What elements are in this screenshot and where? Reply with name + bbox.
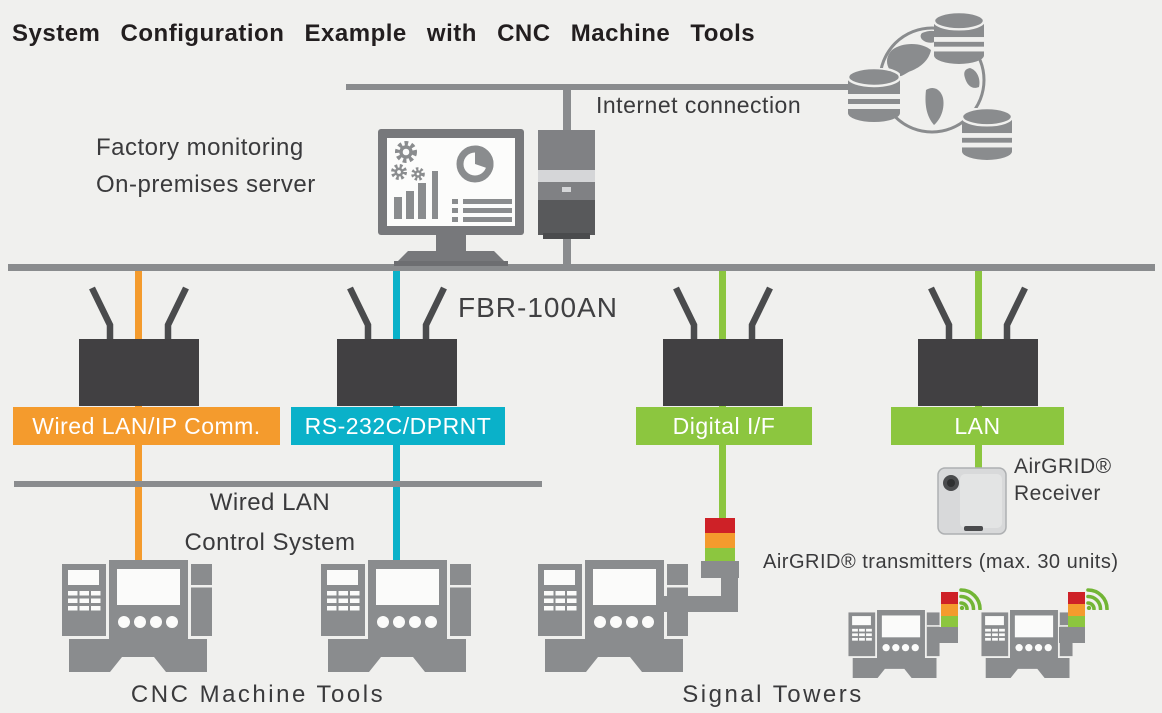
signal-tower-mount xyxy=(701,561,739,578)
control-system-label: Control System xyxy=(184,529,356,556)
banner-wired-lan-ip: Wired LAN/IP Comm. xyxy=(13,407,280,445)
airgrid-receiver-label-line2: Receiver xyxy=(1014,482,1101,505)
server-tower-icon xyxy=(538,130,595,239)
airgrid-transmitters-note: AirGRID® transmitters (max. 30 units) xyxy=(763,551,1119,573)
transmitter-orange-light xyxy=(941,604,958,616)
transmitter-mount xyxy=(932,627,958,643)
banner-digital-if: Digital I/F xyxy=(636,407,812,445)
cnc-machine-icon xyxy=(62,560,212,672)
banner-lan: LAN xyxy=(891,407,1064,445)
transmitter-orange-light xyxy=(1068,604,1085,616)
on-premises-server-label: On-premises server xyxy=(96,171,316,198)
cnc-machine-icon xyxy=(981,610,1073,678)
signal-tower-green-light xyxy=(705,548,735,561)
wireless-router-icon xyxy=(663,285,783,406)
internet-bus-line xyxy=(346,84,854,90)
gateway-model-label: FBR-100AN xyxy=(458,292,618,323)
wifi-signal-icon xyxy=(1086,584,1112,610)
control-system-bus-line xyxy=(14,481,542,487)
cnc-machine-tools-caption: CNC Machine Tools xyxy=(130,681,386,708)
airgrid-receiver-label-line1: AirGRID® xyxy=(1014,455,1112,478)
signal-towers-caption: Signal Towers xyxy=(682,681,864,708)
signal-tower-arm-horizontal xyxy=(664,596,738,612)
transmitter-red-light xyxy=(1068,592,1085,604)
database-icon xyxy=(934,12,984,64)
signal-tower-red-light xyxy=(705,518,735,533)
transmitter-red-light xyxy=(941,592,958,604)
monitor-dashboard-icon xyxy=(378,129,524,266)
transmitter-mount xyxy=(1059,627,1085,643)
internet-connection-label: Internet connection xyxy=(596,92,802,118)
wireless-router-icon xyxy=(79,285,199,406)
wireless-router-icon xyxy=(918,285,1038,406)
cnc-machine-icon xyxy=(321,560,471,672)
database-icon xyxy=(962,108,1012,160)
transmitter-green-light xyxy=(1068,616,1085,627)
database-icon xyxy=(848,68,900,122)
page-title: System Configuration Example with CNC Ma… xyxy=(12,20,756,47)
main-bus-line xyxy=(8,264,1155,271)
factory-monitoring-label: Factory monitoring xyxy=(96,134,304,161)
airgrid-receiver-icon xyxy=(937,467,1007,535)
banner-rs232c-dprnt: RS-232C/DPRNT xyxy=(291,407,505,445)
wireless-router-icon xyxy=(337,285,457,406)
wifi-signal-icon xyxy=(959,584,985,610)
cnc-machine-icon xyxy=(848,610,940,678)
transmitter-green-light xyxy=(941,616,958,627)
cnc-machine-icon xyxy=(538,560,688,672)
wired-lan-label: Wired LAN xyxy=(209,489,331,516)
signal-tower-orange-light xyxy=(705,533,735,548)
